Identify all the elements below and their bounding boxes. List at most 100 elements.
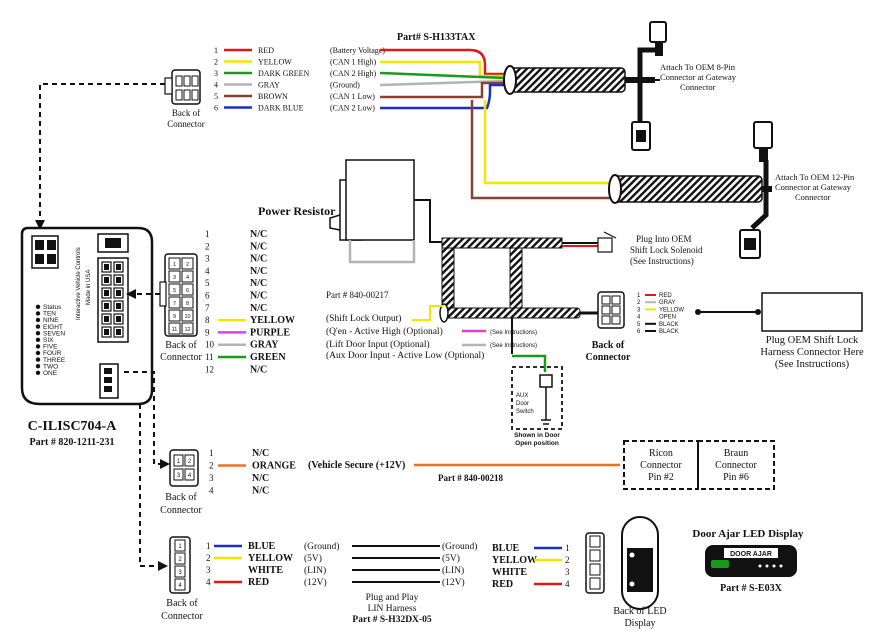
six-back-label-1: Back of bbox=[592, 340, 625, 351]
pin-fill bbox=[116, 329, 121, 335]
secure-pin-label: N/C bbox=[252, 473, 269, 484]
aux-caption-line: Shown in Door bbox=[514, 432, 560, 439]
top-wire-signal: (Battery Voltage) bbox=[330, 46, 385, 55]
led-back-line: Display bbox=[624, 618, 655, 629]
shift-lock-output: (Q'en - Active High (Optional) bbox=[326, 326, 443, 337]
pin-number: 9 bbox=[173, 314, 176, 320]
secure-back-label-1: Back of bbox=[165, 492, 197, 503]
twelve-pin-label: N/C bbox=[250, 254, 267, 265]
lin-harness-line: LIN Harness bbox=[368, 604, 417, 614]
lin-signal-left: (12V) bbox=[304, 577, 327, 588]
top-wire-num: 5 bbox=[214, 92, 218, 101]
pin-number: 4 bbox=[186, 275, 189, 281]
pin-cell bbox=[175, 75, 183, 87]
secure-pin-label: ORANGE bbox=[252, 461, 296, 472]
top-back-label-1: Back of bbox=[172, 108, 200, 118]
led-label: NINE bbox=[43, 317, 59, 324]
solenoid-line: Plug Into OEM bbox=[636, 234, 692, 244]
pin-fill bbox=[104, 316, 109, 322]
pin-cell bbox=[611, 295, 621, 305]
pin-cell bbox=[191, 75, 199, 87]
lin-pin-label: YELLOW bbox=[248, 553, 293, 564]
pin-cell bbox=[601, 295, 611, 305]
aux-switch-line: Switch bbox=[516, 409, 534, 415]
pin-cell bbox=[181, 322, 194, 335]
oem-label-line: Connector at Gateway bbox=[775, 182, 852, 192]
led-dot bbox=[35, 370, 41, 375]
twelve-pin-num: 5 bbox=[205, 278, 210, 288]
twelve-pin-num: 3 bbox=[205, 254, 210, 264]
six-pin-label: BLACK bbox=[659, 329, 679, 335]
lin-signal-left: (Ground) bbox=[304, 541, 339, 552]
lin-right-num: 4 bbox=[565, 579, 570, 589]
lin-harness-line: Plug and Play bbox=[366, 593, 419, 603]
pin-cell bbox=[601, 315, 611, 325]
six-pin-num: 6 bbox=[637, 329, 641, 335]
led-label: FIVE bbox=[43, 344, 58, 351]
oem-label-line: Attach To OEM 12-Pin bbox=[775, 172, 855, 182]
twelve-pin-label: N/C bbox=[250, 291, 267, 302]
pin-cell bbox=[611, 315, 621, 325]
six-pin-num: 3 bbox=[637, 307, 641, 313]
led-logo-icon bbox=[711, 560, 729, 568]
lin-right-label: BLUE bbox=[492, 543, 520, 554]
twelve-pin-num: 1 bbox=[205, 229, 210, 239]
braun-line: Pin #6 bbox=[723, 472, 749, 483]
six-back-label-2: Connector bbox=[586, 352, 632, 363]
secure-pin-num: 1 bbox=[209, 448, 214, 458]
pin-number: 3 bbox=[178, 570, 182, 576]
module-name: C-ILISC704-A bbox=[28, 419, 118, 434]
pin-cell bbox=[168, 283, 181, 296]
twelve-pin-label: YELLOW bbox=[250, 315, 295, 326]
lin-back-label-1: Back of bbox=[166, 598, 198, 609]
lin-pin-label: RED bbox=[248, 577, 269, 588]
ricon-line: Connector bbox=[640, 460, 682, 471]
twelve-pin-num: 2 bbox=[205, 241, 210, 251]
pin-cell bbox=[168, 270, 181, 283]
twelve-back-label-1: Back of bbox=[165, 340, 197, 351]
pin-cell bbox=[173, 468, 184, 481]
lin-harness-line: Part # S-H32DX-05 bbox=[352, 615, 431, 625]
top-wire-color: BROWN bbox=[258, 92, 288, 101]
lin-right-label: WHITE bbox=[492, 567, 527, 578]
pin-number: 4 bbox=[188, 473, 192, 479]
shift-lock-note: (See Instructions) bbox=[490, 330, 537, 336]
pin-cell bbox=[589, 577, 601, 590]
secure-pin-num: 4 bbox=[209, 486, 214, 496]
braun-box bbox=[697, 440, 775, 490]
aux-switch-line: AUX bbox=[516, 393, 528, 399]
twelve-back-label-2: Connector bbox=[160, 352, 202, 363]
pin-number: 6 bbox=[186, 288, 189, 294]
pin-fill bbox=[104, 329, 109, 335]
pin-cell bbox=[589, 535, 601, 548]
pin-cell bbox=[601, 305, 611, 315]
pin-cell bbox=[174, 552, 186, 565]
pin-cell bbox=[174, 565, 186, 578]
pin-cell bbox=[168, 322, 181, 335]
lin-signal-right: (LIN) bbox=[442, 565, 464, 576]
led-dot bbox=[35, 344, 41, 349]
twelve-pin-label: N/C bbox=[250, 241, 267, 252]
lin-signal-right: (5V) bbox=[442, 553, 460, 564]
lin-signals: (Ground)(Ground)(5V)(5V)(LIN)(LIN)(12V)(… bbox=[304, 541, 477, 588]
led-dot bbox=[35, 357, 41, 362]
secure-pin-label: N/C bbox=[252, 486, 269, 497]
oem-label-line: Connector bbox=[795, 192, 831, 202]
module-part: Part # 820-1211-231 bbox=[30, 437, 115, 448]
top-wire-signal: (CAN 2 Low) bbox=[330, 104, 375, 113]
pin-cell bbox=[184, 468, 195, 481]
led-label: SEVEN bbox=[43, 330, 65, 337]
pin-number: 1 bbox=[178, 544, 182, 550]
oem-label-line: Connector at Gateway bbox=[660, 72, 737, 82]
pin-cell bbox=[168, 296, 181, 309]
top-wire-signal: (Ground) bbox=[330, 81, 360, 90]
lin-pin-num: 1 bbox=[206, 541, 211, 551]
top-wire-num: 4 bbox=[214, 81, 218, 90]
